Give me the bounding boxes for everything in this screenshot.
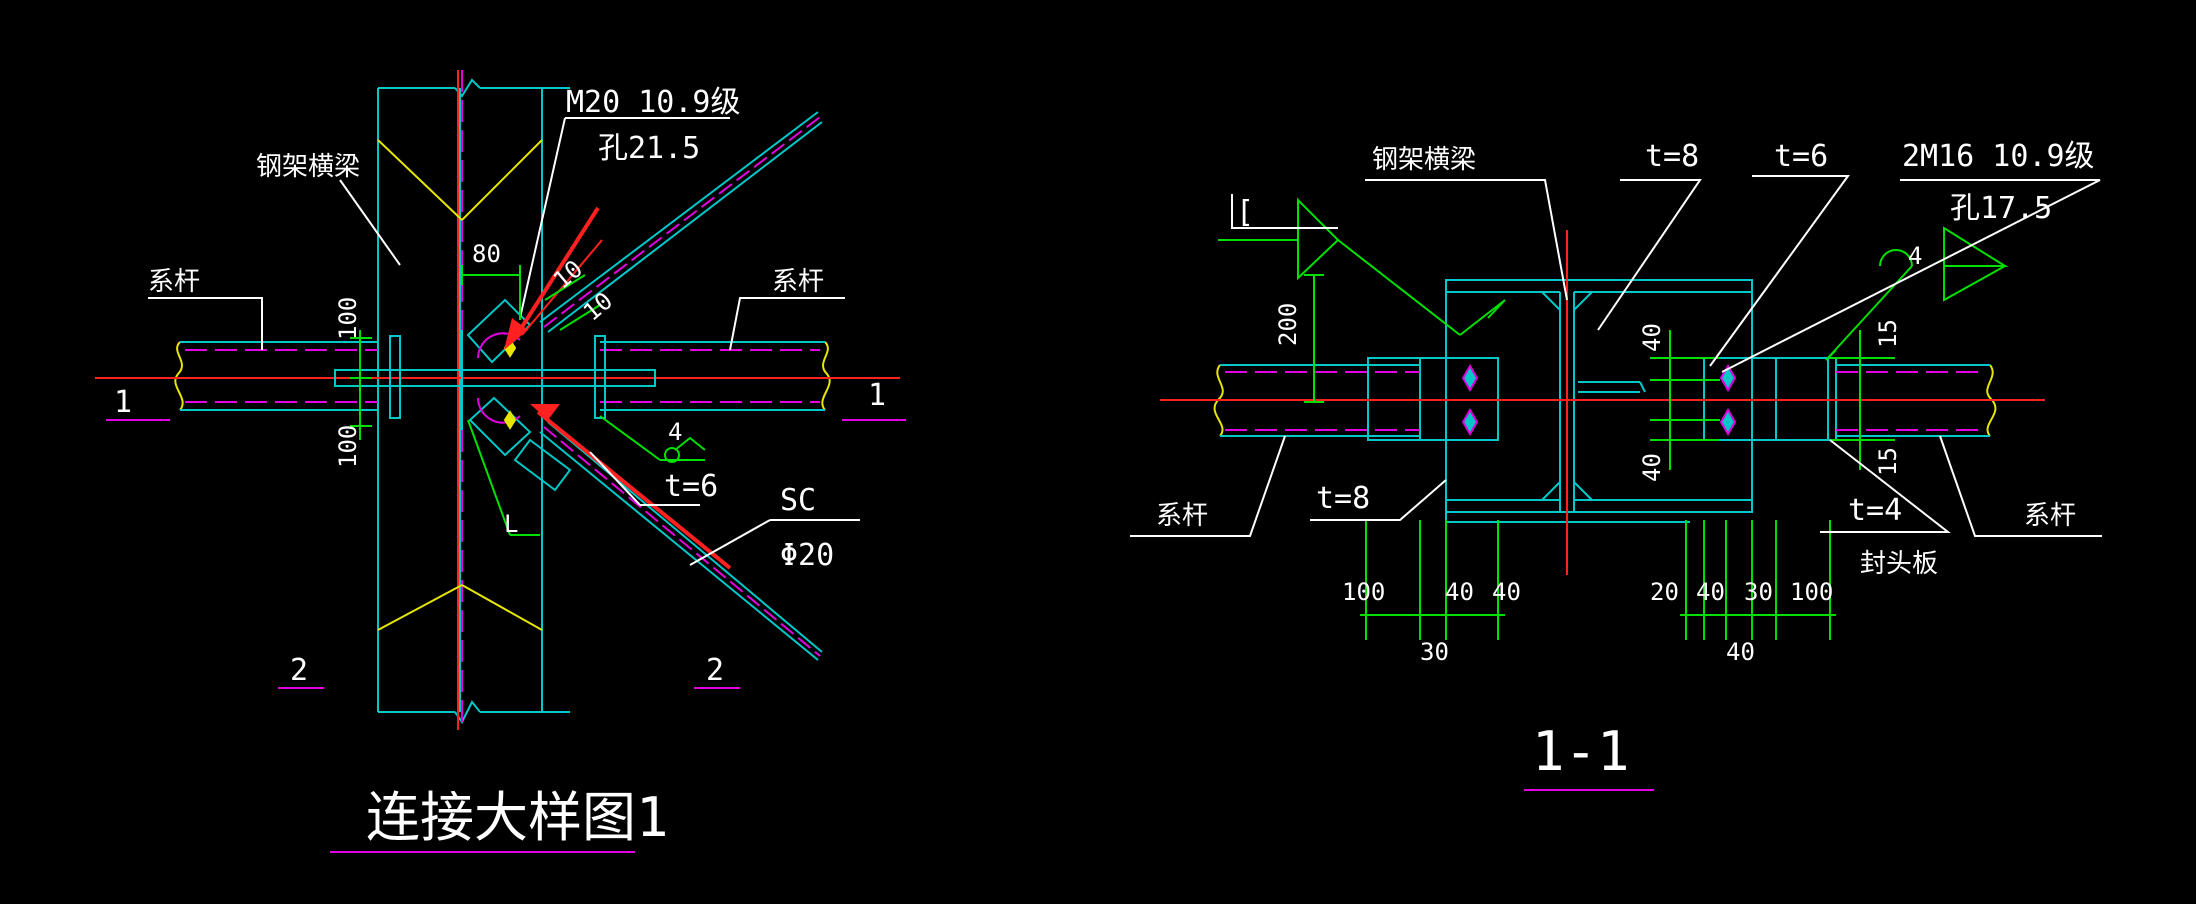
diagonal-brace-lower [468, 396, 823, 661]
section-bottom-dim-40-b: 40 [1492, 578, 1521, 606]
section-tie-rod-left [1213, 364, 1420, 437]
section-dim-40-bottom-label: 40 [1638, 453, 1666, 482]
section-marker-1-right: 1 [868, 378, 886, 413]
dim-100-bottom-label: 100 [334, 425, 362, 468]
section-t4-label: t=4 [1848, 493, 1902, 528]
truss-beam-label-left: 钢架横梁 [256, 152, 360, 182]
section-dim-15-top-label: 15 [1874, 319, 1902, 348]
weld-symbol-circle [664, 447, 680, 463]
section-dimension-lines [1304, 274, 1895, 640]
section-bolt-hole-label: 孔17.5 [1950, 191, 2052, 226]
tie-rod-left-body [174, 341, 378, 411]
section-marker-1-left: 1 [114, 385, 132, 420]
section-bottom-dim-20: 20 [1650, 578, 1679, 606]
column-x-bracing [377, 139, 543, 631]
section-tie-rod-right-label: 系杆 [2024, 501, 2076, 531]
section-bracket-mark: [ [1236, 195, 1254, 230]
weld-size-label: 4 [668, 418, 682, 446]
dim-100-top-label: 100 [334, 297, 362, 340]
rod-type-label: SC [780, 483, 816, 518]
section-dim-15-bottom-label: 15 [1874, 447, 1902, 476]
section-bolts [1461, 364, 1737, 436]
section-end-plate-label: 封头板 [1860, 549, 1938, 579]
column-outline [377, 78, 570, 724]
section-dim-200-label: 200 [1274, 303, 1302, 346]
red-pointer-arrows [518, 206, 732, 570]
detail-1-title: 连接大样图1 [366, 786, 669, 849]
tie-rod-right-body [600, 341, 831, 411]
bolt-spec-label: M20 10.9级 [566, 85, 741, 120]
section-1-1-title: 1-1 [1532, 720, 1630, 783]
section-bolt-spec-label: 2M16 10.9级 [1902, 139, 2095, 174]
section-tie-rod-left-label: 系杆 [1156, 501, 1208, 531]
section-bottom-dim-40-a: 40 [1445, 578, 1474, 606]
section-marker-2-right: 2 [706, 653, 724, 688]
red-arrow-head-upper [504, 318, 528, 350]
section-t6-label: t=6 [1774, 139, 1828, 174]
section-marker-2-left: 2 [290, 653, 308, 688]
bolt-hole-label: 孔21.5 [598, 131, 700, 166]
section-bottom-dim-30: 30 [1420, 638, 1449, 666]
red-arrow-head-lower [530, 404, 560, 420]
truss-beam-section [1445, 279, 1753, 523]
tie-rod-label-right: 系杆 [772, 267, 824, 297]
gusset-plates [334, 330, 656, 430]
dimension-lines [350, 265, 706, 536]
plate-thickness-label: t=6 [664, 469, 718, 504]
section-dim-40-top-label: 40 [1638, 323, 1666, 352]
rod-diameter-label: Φ20 [780, 538, 834, 573]
section-bottom-dim-40-c: 40 [1696, 578, 1725, 606]
section-bottom-dim-30-b: 30 [1744, 578, 1773, 606]
section-weld-size-label: 4 [1908, 242, 1922, 270]
section-truss-beam-label: 钢架横梁 [1372, 145, 1476, 175]
angle-mark-label: L [504, 510, 518, 538]
section-bottom-dim-100-right: 100 [1790, 578, 1833, 606]
section-weld-symbols [1218, 197, 2009, 361]
leader-lines [148, 117, 860, 566]
dim-10-a-label: 10 [548, 255, 588, 295]
bolt-holes [477, 332, 521, 430]
section-1-1-drawing [1130, 175, 2102, 791]
section-t8-bottom-label: t=8 [1316, 481, 1370, 516]
section-bottom-dim-100-left: 100 [1342, 578, 1385, 606]
section-t8-top-label: t=8 [1645, 139, 1699, 174]
section-marker-underlines [106, 419, 906, 853]
dim-80-label: 80 [472, 240, 501, 268]
tie-rod-label-left: 系杆 [148, 267, 200, 297]
dim-10-b-label: 10 [578, 287, 618, 327]
detail-1-drawing [95, 70, 906, 853]
section-bottom-dim-40-d: 40 [1726, 638, 1755, 666]
section-leader-lines [1130, 175, 2102, 537]
